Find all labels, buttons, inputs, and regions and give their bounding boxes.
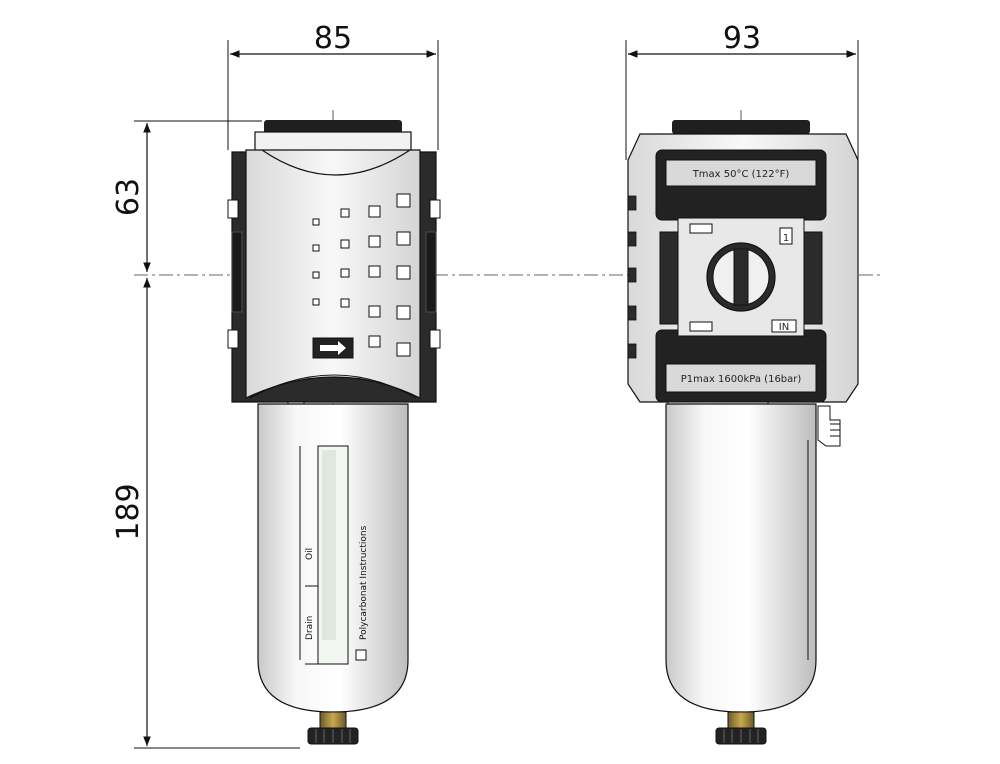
front-panel xyxy=(245,149,421,399)
front-drain-fitting xyxy=(319,711,347,729)
dimension-front-width: 85 xyxy=(227,21,439,150)
dimension-vertical: 63 189 xyxy=(111,120,300,749)
port-1-label: 1 xyxy=(783,233,789,244)
upper-height-label: 63 xyxy=(111,178,146,216)
side-view: Tmax 50°C (122°F) P1max 1600kPa (16bar) … xyxy=(627,120,859,745)
front-top-cap xyxy=(264,120,402,134)
front-width-label: 85 xyxy=(314,21,352,56)
side-drain-fitting xyxy=(727,711,755,729)
port-knob-bar xyxy=(733,248,749,306)
side-bowl xyxy=(665,403,817,713)
front-view: Oil Drain Polycarbonat Instructions xyxy=(227,120,441,745)
port-in-label: IN xyxy=(779,322,789,333)
side-top-cap xyxy=(672,120,810,134)
lower-height-label: 189 xyxy=(111,483,146,540)
pmax-label: P1max 1600kPa (16bar) xyxy=(681,374,802,385)
side-width-label: 93 xyxy=(723,21,761,56)
book-icon xyxy=(355,649,367,661)
tmax-label: Tmax 50°C (122°F) xyxy=(692,169,790,180)
bowl-latch xyxy=(817,405,841,447)
bowl-instruction-label: Polycarbonat Instructions xyxy=(359,525,369,640)
drain-label: Drain xyxy=(305,616,315,640)
oil-label: Oil xyxy=(305,548,315,560)
dimension-side-width: 93 xyxy=(625,21,859,160)
flow-arrow-icon xyxy=(320,341,346,355)
